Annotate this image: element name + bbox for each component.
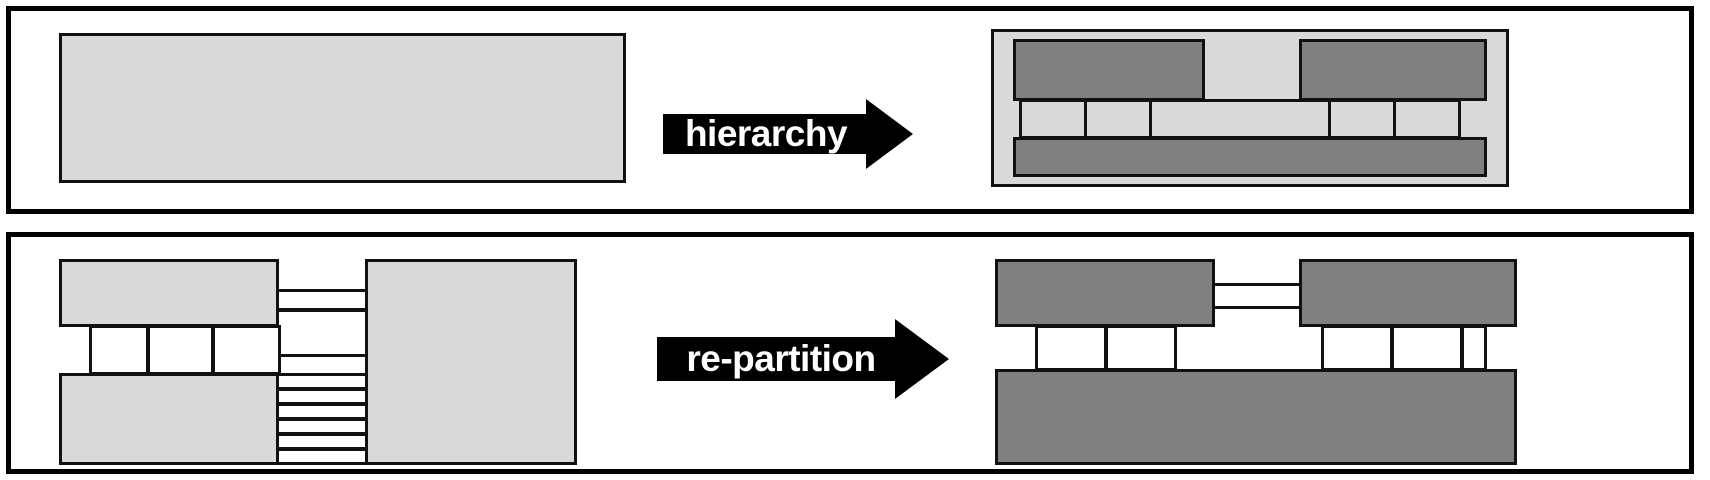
connector-3 — [1149, 99, 1331, 139]
vertical-connector-1 — [89, 325, 149, 375]
right-vertical-connector-2 — [1105, 325, 1177, 371]
connector-5 — [1393, 99, 1461, 139]
connector-1 — [1019, 99, 1087, 139]
repartition-arrow: re-partition — [657, 319, 949, 399]
panel-repartition: re-partition — [6, 232, 1694, 474]
upper-left-block — [59, 259, 279, 327]
panel-hierarchy: hierarchy — [6, 6, 1694, 214]
connector-4 — [1328, 99, 1396, 139]
right-bottom-block — [995, 369, 1517, 465]
right-top-block-right — [1299, 259, 1517, 327]
right-horizontal-connector — [1211, 283, 1303, 309]
upper-horizontal-connector-2 — [273, 309, 371, 357]
vertical-connector-3 — [212, 325, 281, 375]
lower-horizontal-connector-6 — [273, 448, 371, 465]
lower-left-block — [59, 373, 279, 465]
flat-region-block — [59, 33, 626, 183]
right-vertical-connector-3 — [1321, 325, 1393, 371]
connector-2 — [1084, 99, 1152, 139]
upper-horizontal-connector-1 — [273, 289, 371, 311]
bottom-block — [1013, 137, 1487, 177]
right-top-block-left — [995, 259, 1215, 327]
right-block — [365, 259, 577, 465]
right-arrow-icon — [663, 99, 913, 169]
right-arrow-icon — [657, 319, 949, 399]
hierarchy-arrow: hierarchy — [663, 99, 913, 169]
right-vertical-connector-1 — [1035, 325, 1107, 371]
vertical-connector-2 — [147, 325, 214, 375]
top-block-left — [1013, 39, 1205, 101]
right-vertical-connector-4 — [1391, 325, 1463, 371]
top-block-right — [1299, 39, 1487, 101]
right-vertical-connector-5 — [1461, 325, 1487, 371]
